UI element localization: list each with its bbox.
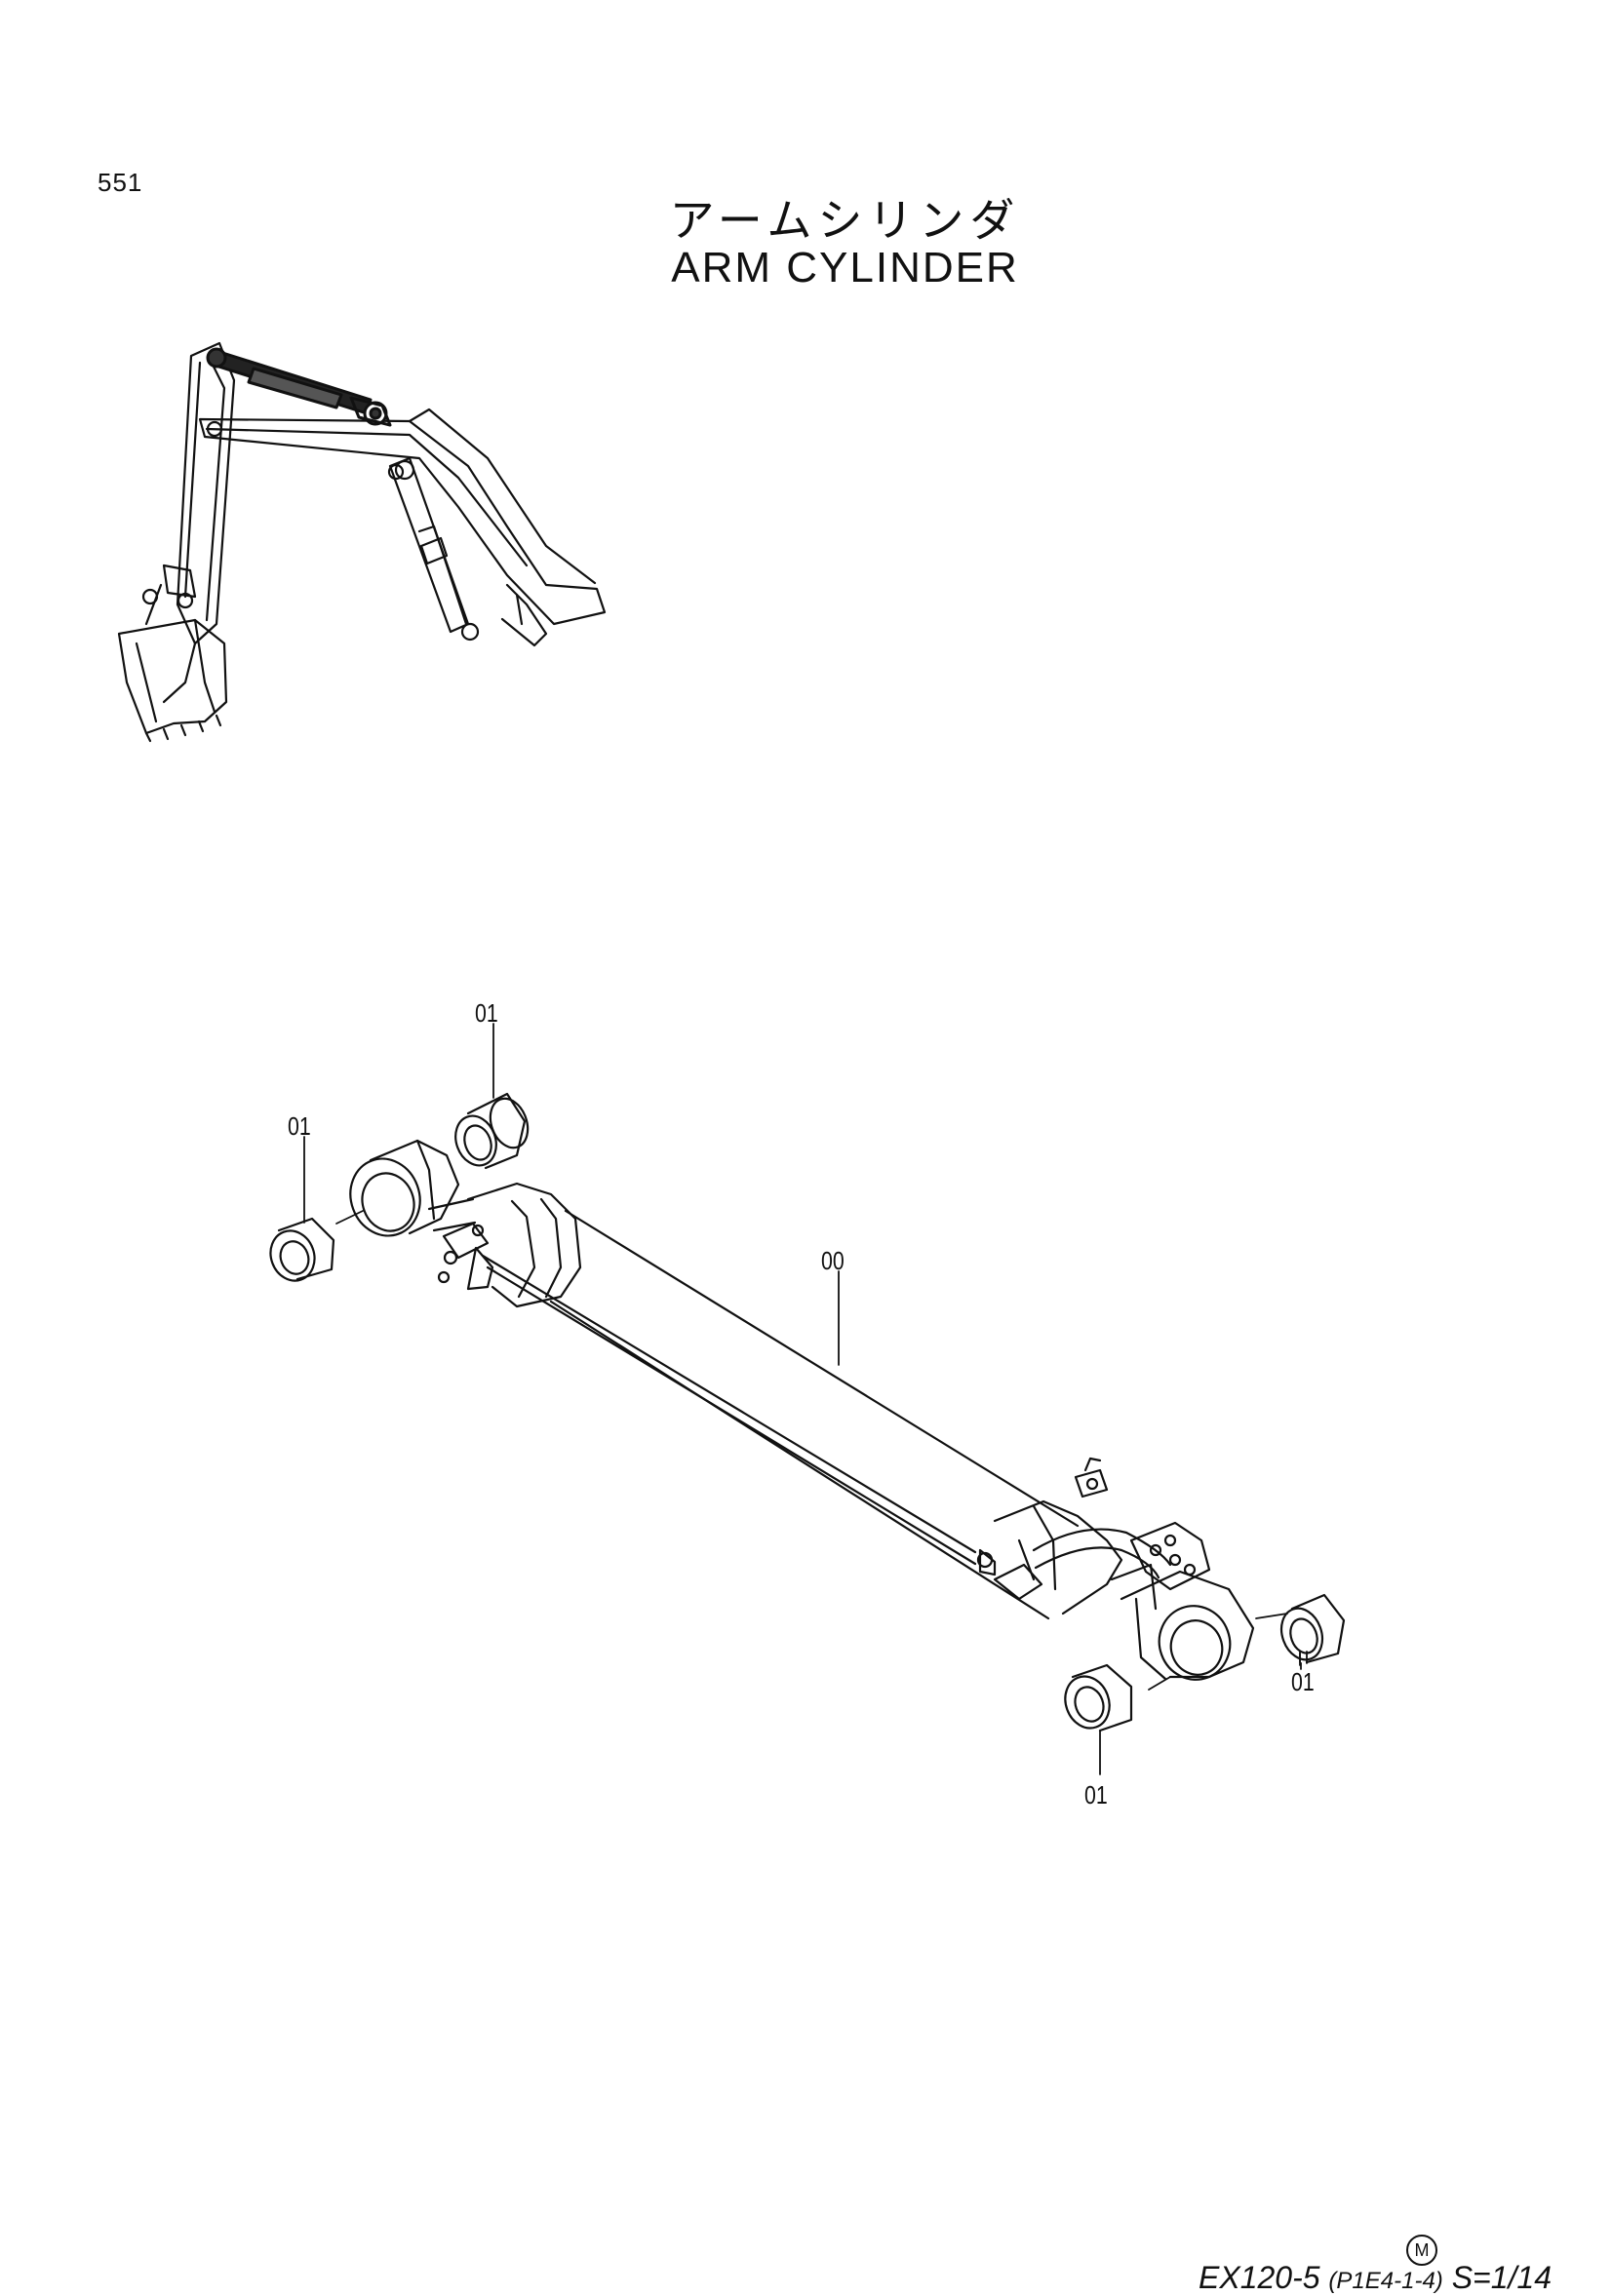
bushing-upper-left: [269, 1217, 335, 1282]
bushing-lower-left: [1064, 1663, 1133, 1732]
arm-cylinder-assembly: [349, 1139, 1255, 1681]
bushing-upper-right: [454, 1092, 530, 1170]
page-number: 551: [98, 168, 143, 197]
footer-model-info: EX120-5 (P1E4-1-4) S=1/14: [1199, 2260, 1552, 2296]
excavator-arm-locator-illustration: [117, 341, 607, 743]
callout-00-cylinder: 00: [821, 1246, 845, 1275]
figure-code: (P1E4-1-4): [1328, 2268, 1443, 2294]
page-title-japanese: アームシリンダ: [669, 194, 1021, 247]
callout-01-bushing-bottom: 01: [1084, 1780, 1108, 1810]
circled-m-mark: M: [1406, 2235, 1437, 2266]
callout-01-bushing-left: 01: [288, 1111, 311, 1141]
bushing-lower-right: [1279, 1593, 1346, 1664]
callout-01-bushing-right: 01: [1291, 1667, 1315, 1696]
model-number: EX120-5: [1199, 2260, 1320, 2295]
page-title-english: ARM CYLINDER: [671, 244, 1019, 292]
scale: S=1/14: [1451, 2260, 1552, 2295]
leader-lines: [303, 1023, 1308, 1775]
callout-01-bushing-top: 01: [475, 998, 498, 1028]
